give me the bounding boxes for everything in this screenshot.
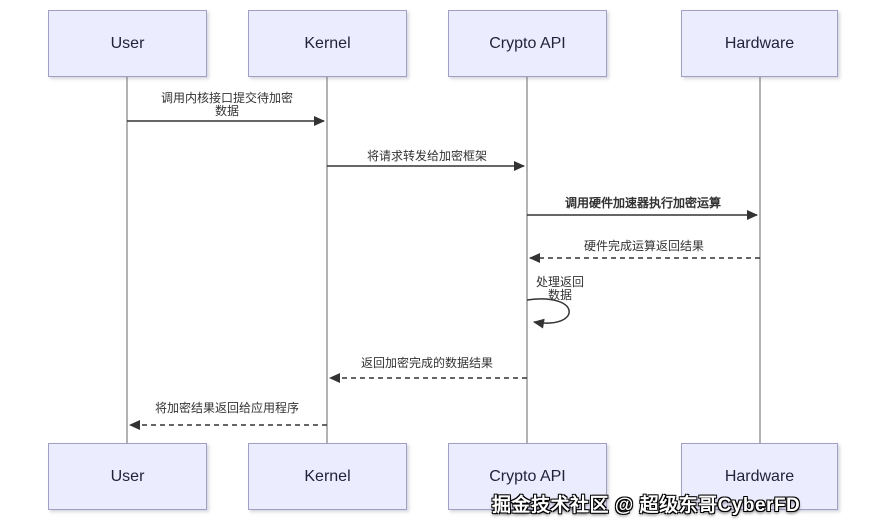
actor-top-hardware: Hardware [681,10,838,77]
actor-bottom-hardware: Hardware [681,443,838,510]
watermark: 掘金技术社区 @ 超级东哥CyberFD [492,495,801,516]
message-label-line: 返回加密完成的数据结果 [360,356,493,370]
message-label-line: 将请求转发给加密框架 [366,149,487,163]
message-label-line: 处理返回 [535,275,584,289]
message-label-line: 调用内核接口提交待加密 [160,91,293,105]
actor-label: Hardware [724,34,795,52]
message-label-line: 硬件完成运算返回结果 [583,239,704,253]
actor-label: Hardware [724,467,795,485]
message-label-line: 调用硬件加速器执行加密运算 [564,196,721,210]
message-label-1: 调用内核接口提交待加密 数据 [97,92,357,118]
actor-label: Kernel [304,467,351,485]
actor-top-crypto-api: Crypto API [448,10,607,77]
message-label-4: 硬件完成运算返回结果 [514,240,774,253]
message-label-line: 将加密结果返回给应用程序 [154,401,299,415]
actor-label: User [110,467,145,485]
message-label-6: 返回加密完成的数据结果 [297,357,557,370]
actor-bottom-kernel: Kernel [248,443,407,510]
message-label-7: 将加密结果返回给应用程序 [97,402,357,415]
message-label-line: 数据 [547,288,572,302]
message-label-5: 处理返回 数据 [430,276,690,302]
actor-top-user: User [48,10,207,77]
actor-top-kernel: Kernel [248,10,407,77]
message-label-line: 数据 [214,104,239,118]
actor-bottom-user: User [48,443,207,510]
message-self-loop [526,298,570,329]
message-label-3: 调用硬件加速器执行加密运算 [513,197,773,210]
actor-label: Crypto API [489,34,566,52]
actor-label: Crypto API [489,467,566,485]
actor-label: Kernel [304,34,351,52]
message-label-2: 将请求转发给加密框架 [297,150,557,163]
actor-bottom-crypto-api: Crypto API [448,443,607,510]
actor-label: User [110,34,145,52]
